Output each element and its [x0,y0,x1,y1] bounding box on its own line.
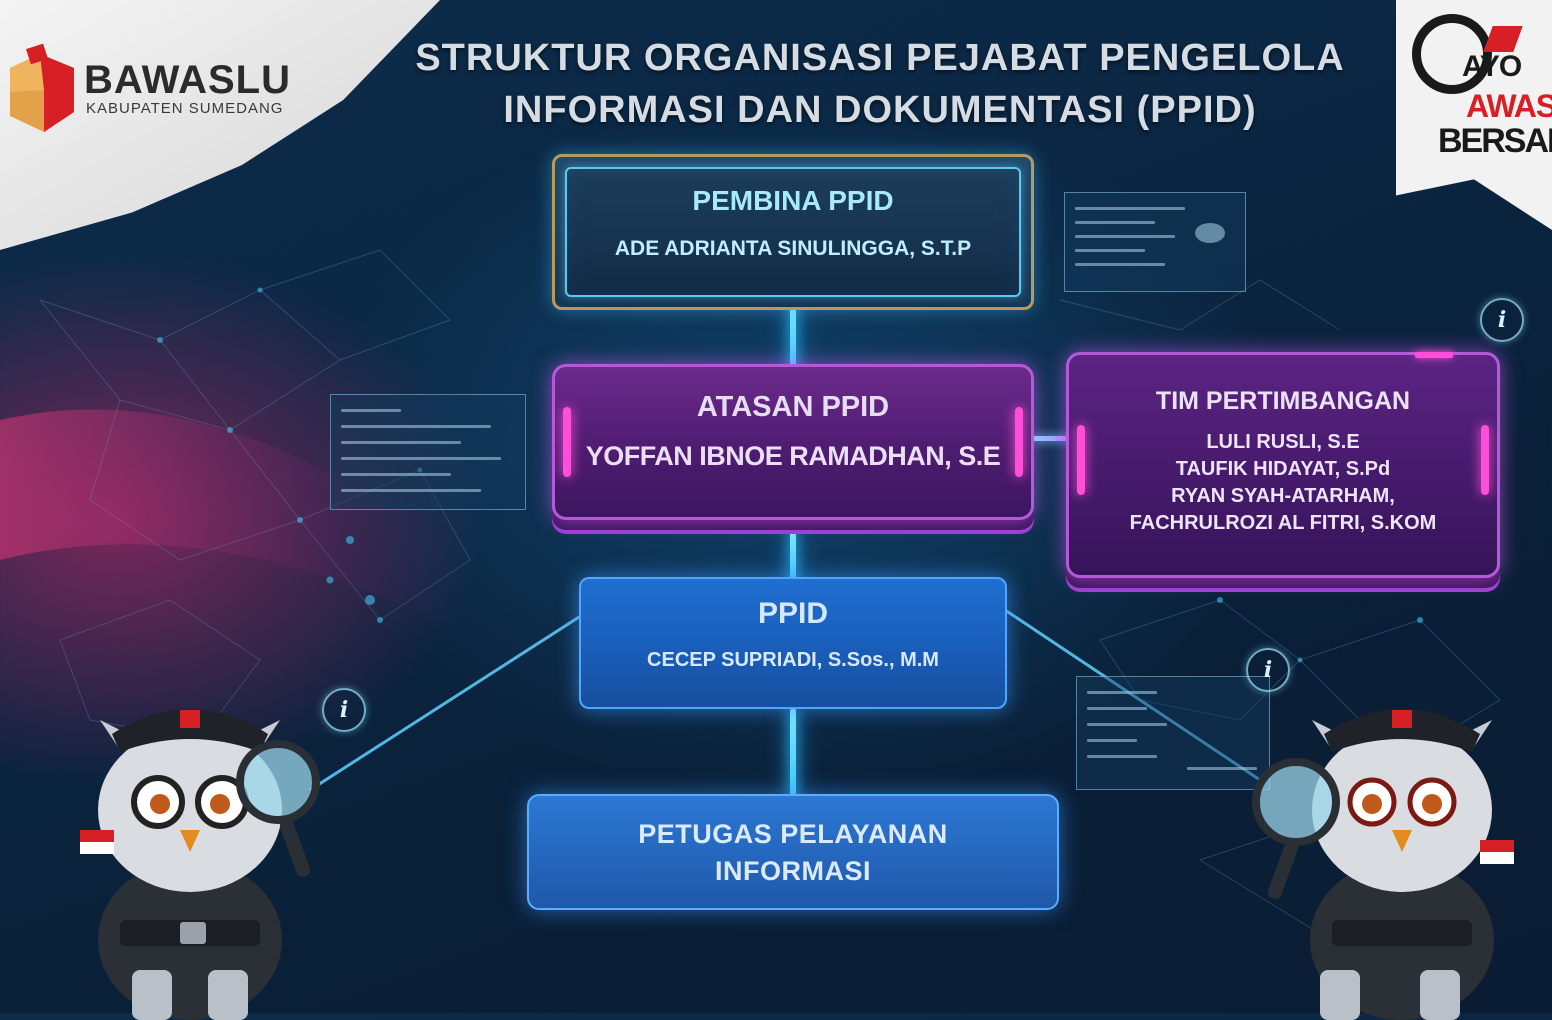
tim-right-glow [1481,425,1489,495]
box-tim-pertimbangan: TIM PERTIMBANGAN LULI RUSLI, S.E TAUFIK … [1066,352,1500,578]
data-panel-top-right [1064,192,1246,292]
info-icon: i [1480,298,1524,342]
info-icon: i [1246,648,1290,692]
tim-left-glow [1077,425,1085,495]
atasan-left-glow [563,407,571,477]
logo-name: BAWASLU [84,58,291,102]
title-line-1: STRUKTUR ORGANISASI PEJABAT PENGELOLA [415,37,1345,79]
pembina-role: PEMBINA PPID [692,185,894,216]
badge-line-1: AYO [1462,50,1522,83]
atasan-name: YOFFAN IBNOE RAMADHAN, S.E [585,441,1001,471]
box-petugas-pelayanan: PETUGAS PELAYANAN INFORMASI [527,794,1059,910]
box-pembina-ppid: PEMBINA PPID ADE ADRIANTA SINULINGGA, S.… [552,154,1034,310]
box-atasan-ppid: ATASAN PPID YOFFAN IBNOE RAMADHAN, S.E [552,364,1034,520]
tim-member: RYAN SYAH-ATARHAM, [1171,485,1395,507]
badge-line-2: AWASI [1466,88,1552,124]
connector-ppid-petugas [790,708,796,802]
info-icon: i [322,688,366,732]
page-title: STRUKTUR ORGANISASI PEJABAT PENGELOLA IN… [380,32,1380,136]
atasan-right-glow [1015,407,1023,477]
connector-atasan-tim [1032,436,1072,441]
data-panel-bottom-right [1076,676,1270,790]
tim-tab-mark [1415,352,1453,358]
connector-pembina-atasan [790,300,796,376]
tim-members: LULI RUSLI, S.E TAUFIK HIDAYAT, S.Pd RYA… [1069,429,1497,537]
tim-member: LULI RUSLI, S.E [1206,431,1360,453]
logo-subtitle: KABUPATEN SUMEDANG [86,100,284,117]
ppid-role: PPID [757,597,829,630]
box-ppid: PPID CECEP SUPRIADI, S.Sos., M.M [579,577,1007,709]
tim-role: TIM PERTIMBANGAN [1155,387,1411,415]
petugas-role-line-2: INFORMASI [715,856,871,886]
petugas-role-line-1: PETUGAS PELAYANAN [638,819,948,849]
badge-line-3: BERSAMA [1438,122,1552,160]
badge-ring-icon [1412,14,1492,94]
connector-atasan-ppid [790,530,796,586]
owl-mascot-left-icon [80,709,320,1020]
pembina-name: ADE ADRIANTA SINULINGGA, S.T.P [614,237,972,260]
ppid-name: CECEP SUPRIADI, S.Sos., M.M [647,649,939,671]
atasan-role: ATASAN PPID [696,391,890,423]
data-panel-left [330,394,526,510]
owl-mascot-right-icon [1252,709,1514,1020]
petugas-role: PETUGAS PELAYANAN INFORMASI [529,816,1057,890]
title-line-2: INFORMASI DAN DOKUMENTASI (PPID) [503,89,1257,131]
tim-member: FACHRULROZI AL FITRI, S.KOM [1129,512,1437,534]
bawaslu-logo-icon [10,43,74,132]
tim-member: TAUFIK HIDAYAT, S.Pd [1175,458,1391,480]
box-pembina-frame [565,167,1021,297]
